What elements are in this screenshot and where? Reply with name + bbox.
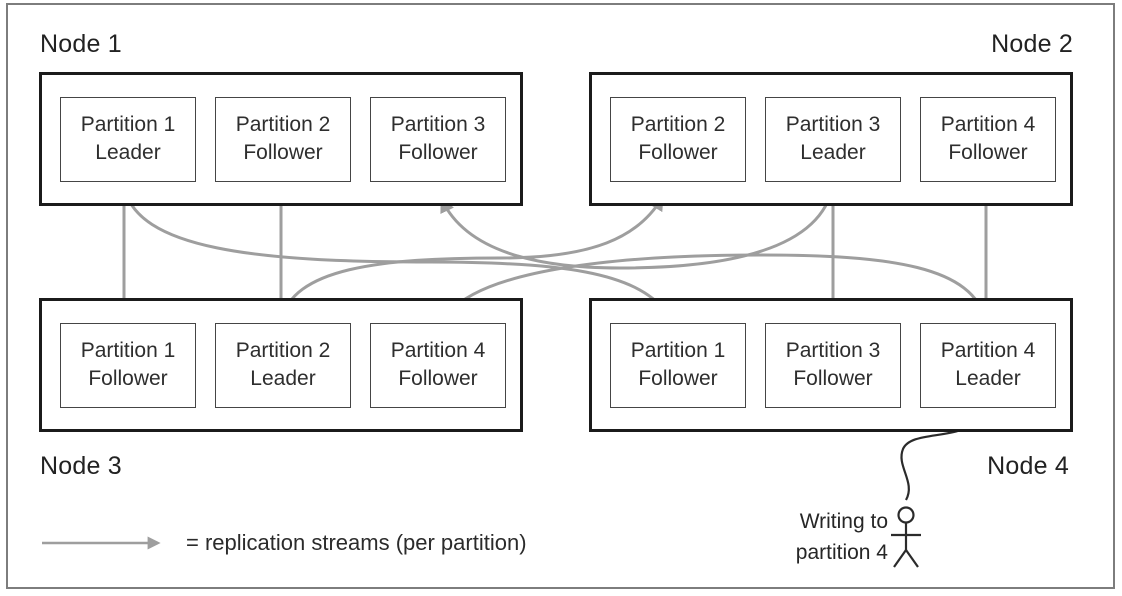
partition-cell-node3-p1: Partition 1 Follower bbox=[60, 322, 196, 408]
partition-cell-node1-p2: Partition 2 Follower bbox=[215, 96, 351, 182]
partition-name: Partition 3 bbox=[390, 113, 486, 136]
node-3-box: Partition 1 Follower Partition 2 Leader … bbox=[39, 298, 523, 432]
partition-role: Leader bbox=[250, 367, 316, 390]
partition-cell-node4-p3: Partition 3 Follower bbox=[765, 322, 901, 408]
partition-name: Partition 1 bbox=[80, 113, 176, 136]
partition-name: Partition 2 bbox=[630, 113, 726, 136]
partition-cell-node2-p4: Partition 4 Follower bbox=[920, 96, 1056, 182]
partition-role: Follower bbox=[638, 141, 718, 164]
partition-role: Follower bbox=[793, 367, 873, 390]
partition-role: Follower bbox=[88, 367, 168, 390]
node-1-box: Partition 1 Leader Partition 2 Follower … bbox=[39, 72, 523, 206]
partition-name: Partition 1 bbox=[630, 339, 726, 362]
partition-role: Leader bbox=[95, 141, 161, 164]
writer-annotation-line1: Writing to bbox=[799, 510, 888, 533]
partition-cell-node1-p3: Partition 3 Follower bbox=[370, 96, 506, 182]
partition-role: Follower bbox=[398, 141, 478, 164]
partition-cell-node4-p4: Partition 4 Leader bbox=[920, 322, 1056, 408]
legend-label: = replication streams (per partition) bbox=[186, 530, 527, 555]
partition-name: Partition 4 bbox=[940, 113, 1036, 136]
partition-name: Partition 3 bbox=[785, 113, 881, 136]
partition-role: Follower bbox=[638, 367, 718, 390]
node-4-box: Partition 1 Follower Partition 3 Followe… bbox=[589, 298, 1073, 432]
partition-cell-node1-p1: Partition 1 Leader bbox=[60, 96, 196, 182]
writer-annotation-line2: partition 4 bbox=[795, 541, 888, 564]
partition-cell-node2-p2: Partition 2 Follower bbox=[610, 96, 746, 182]
partition-name: Partition 1 bbox=[80, 339, 176, 362]
node-3-label: Node 3 bbox=[40, 452, 122, 480]
partition-cell-node4-p1: Partition 1 Follower bbox=[610, 322, 746, 408]
partition-name: Partition 2 bbox=[235, 113, 331, 136]
partition-role: Follower bbox=[948, 141, 1028, 164]
node-2-label: Node 2 bbox=[991, 30, 1073, 58]
partition-cell-node3-p4: Partition 4 Follower bbox=[370, 322, 506, 408]
node-2-box: Partition 2 Follower Partition 3 Leader … bbox=[589, 72, 1073, 206]
partition-cell-node2-p3: Partition 3 Leader bbox=[765, 96, 901, 182]
partition-role: Follower bbox=[398, 367, 478, 390]
partition-role: Leader bbox=[955, 367, 1021, 390]
partition-name: Partition 2 bbox=[235, 339, 331, 362]
partition-role: Leader bbox=[800, 141, 866, 164]
writer-annotation: Writing to partition 4 bbox=[796, 506, 888, 568]
outer-border bbox=[6, 3, 1115, 589]
partition-name: Partition 4 bbox=[940, 339, 1036, 362]
node-1-label: Node 1 bbox=[40, 30, 122, 58]
partition-name: Partition 4 bbox=[390, 339, 486, 362]
partition-role: Follower bbox=[243, 141, 323, 164]
node-4-label: Node 4 bbox=[987, 452, 1069, 480]
partition-cell-node3-p2: Partition 2 Leader bbox=[215, 322, 351, 408]
partition-name: Partition 3 bbox=[785, 339, 881, 362]
